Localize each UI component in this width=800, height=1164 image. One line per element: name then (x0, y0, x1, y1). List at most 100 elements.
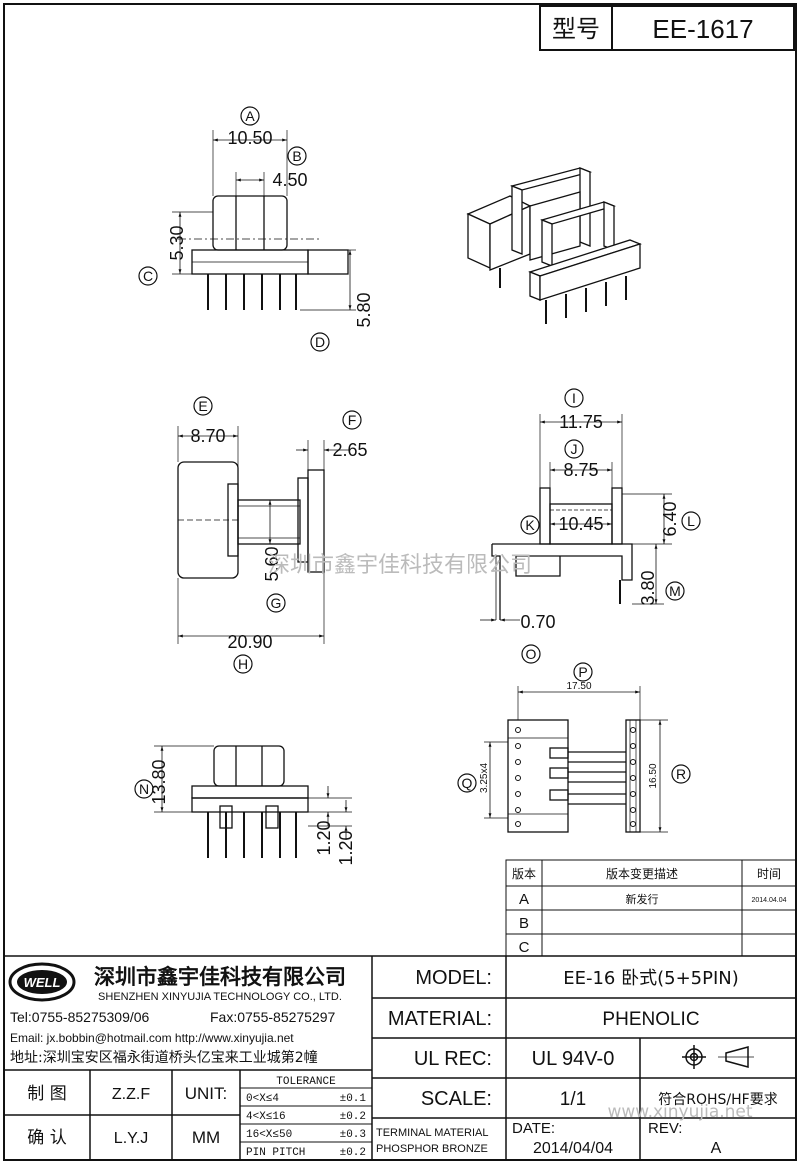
dim-r-value: 16.50 (648, 763, 659, 788)
marker-r: R (671, 764, 691, 784)
dim-c-value: 5.30 (167, 225, 187, 260)
tol-range-1: 0<X≤4 (246, 1093, 279, 1105)
rev-row-c-rev: C (519, 939, 530, 956)
title-header: 型号 EE-1617 (539, 5, 795, 51)
marker-p: P (573, 662, 593, 682)
draw-name: Z.Z.F (112, 1086, 150, 1103)
marker-letter: F (348, 412, 357, 428)
marker-m: M (665, 581, 685, 601)
marker-f: F (342, 410, 362, 430)
marker-letter: H (238, 656, 248, 672)
isometric-view (466, 167, 642, 324)
sheet-border (3, 3, 797, 1161)
rev-header-desc: 版本变更描述 (606, 866, 678, 881)
unit-value: MM (192, 1128, 220, 1147)
company-address: 地址:深圳宝安区福永街道桥头亿宝来工业城第2幢 (10, 1049, 318, 1066)
marker-circle (342, 410, 362, 430)
marker-letter: K (525, 517, 535, 533)
dim-o-value: 0.70 (520, 612, 555, 632)
dim-a-value: 10.50 (227, 128, 272, 148)
marker-letter: M (669, 583, 681, 599)
marker-e: E (193, 396, 213, 416)
marker-k: K (520, 515, 540, 535)
dim-l-value: 6.40 (660, 501, 680, 536)
marker-circle (564, 388, 584, 408)
marker-letter: L (687, 513, 695, 529)
model-label: MODEL: (415, 967, 492, 989)
ulrec-label: UL REC: (414, 1048, 492, 1070)
dim-f-value: 2.65 (332, 440, 367, 460)
date-label: DATE: (512, 1120, 555, 1137)
watermark-url: www.xinyujia.net (607, 1102, 752, 1122)
dim-j-value: 8.75 (563, 460, 598, 480)
check-label: 确 认 (27, 1128, 66, 1148)
dim-g-value: 5.60 (262, 546, 282, 581)
marker-circle (520, 515, 540, 535)
rev-row-a-date: 2014.04.04 (751, 897, 786, 904)
marker-letter: R (676, 766, 686, 782)
marker-letter: G (271, 595, 282, 611)
rev-row-b-rev: B (519, 915, 529, 932)
marker-circle (134, 779, 154, 799)
marker-d: D (310, 332, 330, 352)
watermark-cn: 深圳市鑫宇佳科技有限公司 (268, 553, 532, 578)
dim-m-value: 3.80 (638, 570, 658, 605)
scale-value: 1/1 (560, 1089, 586, 1110)
marker-circle (240, 106, 260, 126)
marker-circle (573, 662, 593, 682)
tol-range-2: 4<X≤16 (246, 1111, 286, 1123)
title-block-grid (4, 955, 796, 1160)
rev-label: REV: (648, 1120, 682, 1137)
dim-q-value: 3.25x4 (479, 763, 490, 793)
rev-row-a-rev: A (519, 891, 529, 908)
marker-o: O (521, 644, 541, 664)
marker-circle (665, 581, 685, 601)
marker-g: G (266, 593, 286, 613)
type-label: 型号 (552, 15, 600, 43)
model-code: EE-1617 (652, 14, 753, 44)
dim-d-value: 5.80 (354, 292, 374, 327)
rev-value: A (711, 1140, 722, 1157)
marker-i: I (564, 388, 584, 408)
marker-circle (681, 511, 701, 531)
marker-letter: Q (462, 775, 473, 791)
tol-value-1: ±0.1 (340, 1093, 367, 1105)
marker-circle (287, 146, 307, 166)
rev-row-a-desc: 新发行 (626, 892, 659, 906)
marker-circle (564, 439, 584, 459)
marker-circle (193, 396, 213, 416)
dim-e-value: 8.70 (190, 426, 225, 446)
tol-value-2: ±0.2 (340, 1111, 366, 1123)
dim-k-value: 10.45 (558, 514, 603, 534)
marker-h: H (233, 654, 253, 674)
footprint-holes (515, 727, 636, 827)
marker-a: A (240, 106, 260, 126)
footprint-view (484, 686, 668, 833)
unit-label: UNIT: (185, 1084, 228, 1103)
dim-p-value: 17.50 (566, 681, 591, 692)
marker-letter: J (571, 441, 578, 457)
bottom-view (154, 745, 352, 858)
marker-circle (671, 764, 691, 784)
dim-n-value: 13.80 (149, 759, 169, 804)
well-logo: WELL (8, 962, 76, 1002)
check-name: L.Y.J (114, 1130, 148, 1147)
marker-letter: C (143, 268, 153, 284)
material-value: PHENOLIC (602, 1009, 699, 1030)
material-label: MATERIAL: (388, 1008, 492, 1030)
company-tel: Tel:0755-85275309/06 (10, 1009, 150, 1025)
logo-text: WELL (24, 975, 61, 990)
marker-j: J (564, 439, 584, 459)
terminal-label: TERMINAL MATERIAL (376, 1127, 488, 1139)
tolerance-title: TOLERANCE (276, 1076, 336, 1088)
marker-circle (233, 654, 253, 674)
marker-q: Q (457, 773, 477, 793)
marker-circle (310, 332, 330, 352)
dim-i-value: 11.75 (559, 412, 603, 432)
rohs-note: 符合ROHS/HF要求 (658, 1092, 777, 1108)
marker-circle (457, 773, 477, 793)
marker-letter: E (198, 398, 207, 414)
marker-letter: D (315, 334, 325, 350)
company-name-cn: 深圳市鑫宇佳科技有限公司 (94, 965, 346, 989)
end-view (480, 414, 672, 622)
